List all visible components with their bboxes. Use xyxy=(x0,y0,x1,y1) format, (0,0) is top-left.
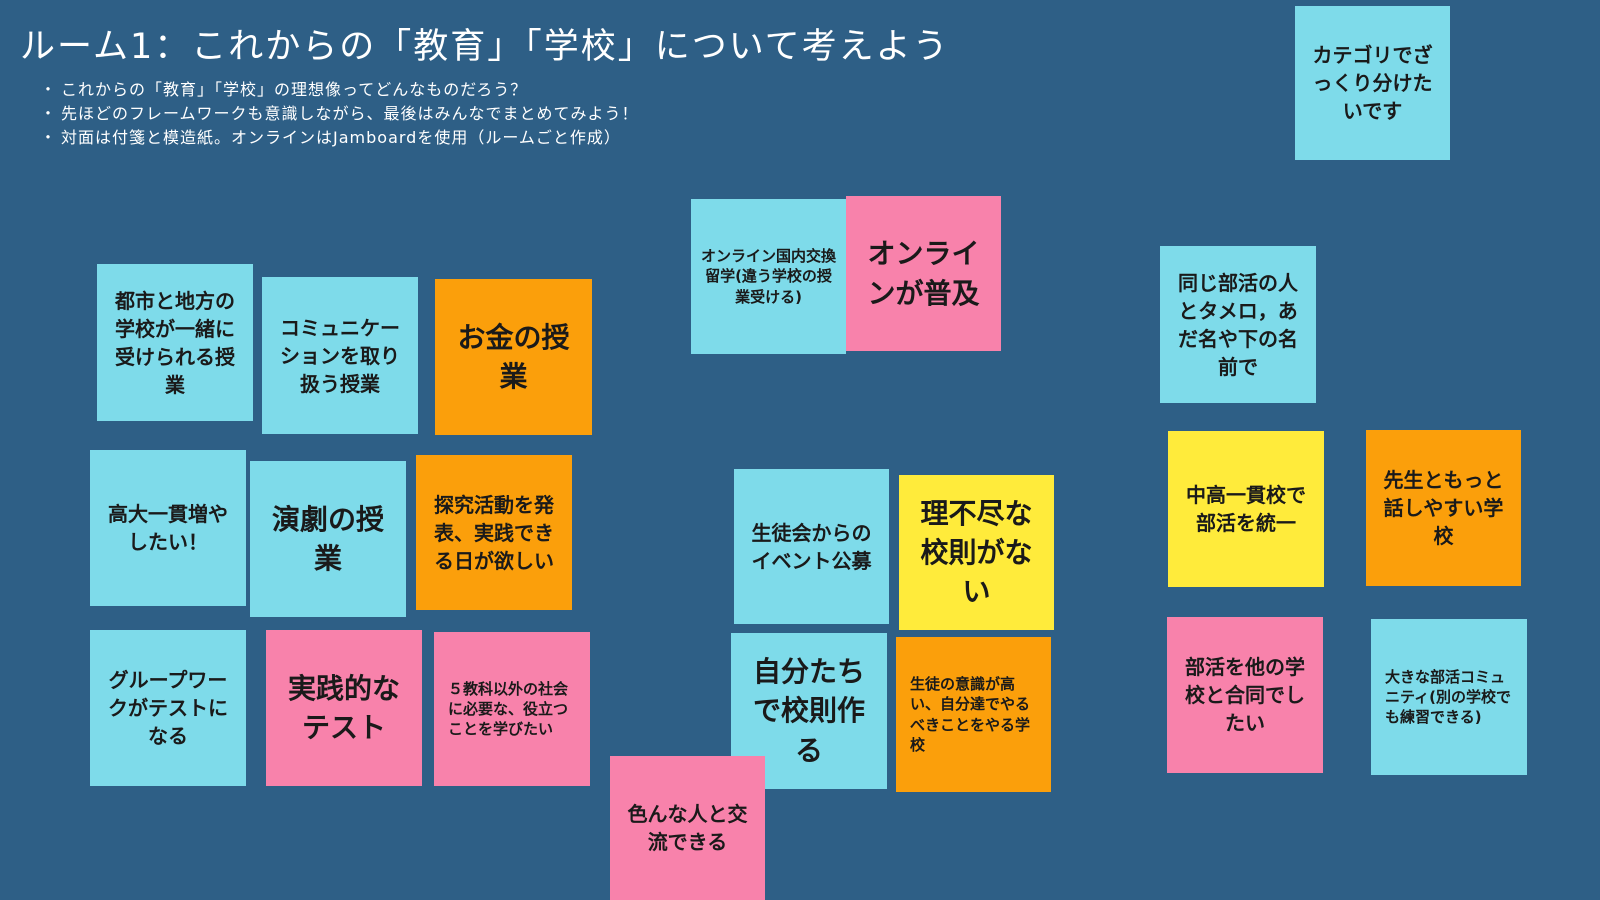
sticky-note-text: 演劇の授業 xyxy=(271,502,384,575)
sticky-note[interactable]: 演劇の授業 xyxy=(250,461,406,617)
sticky-note-text: 自分たちで校則作る xyxy=(752,655,865,767)
sticky-note[interactable]: 高大一貫増やしたい！ xyxy=(90,450,246,606)
sticky-note-text: お金の授業 xyxy=(457,320,570,393)
sticky-note-text: 色んな人と交流できる xyxy=(627,802,748,854)
sticky-note[interactable]: 大きな部活コミュニティ(別の学校でも練習できる) xyxy=(1371,619,1527,775)
sticky-note[interactable]: 生徒の意識が高い、自分達でやるべきことをやる学校 xyxy=(896,637,1051,792)
instruction-item: 対面は付箋と模造紙。オンラインはJamboardを使用（ルームごと作成） xyxy=(40,126,639,150)
sticky-note[interactable]: 部活を他の学校と合同でしたい xyxy=(1167,617,1323,773)
sticky-note[interactable]: オンライン国内交換留学(違う学校の授業受ける) xyxy=(691,199,846,354)
sticky-note[interactable]: 探究活動を発表、実践できる日が欲しい xyxy=(416,455,572,610)
sticky-note[interactable]: グループワークがテストになる xyxy=(90,630,246,786)
sticky-note-text: グループワークがテストになる xyxy=(108,668,228,748)
sticky-note-text: 部活を他の学校と合同でしたい xyxy=(1185,655,1305,735)
sticky-note-text: 中高一貫校で部活を統一 xyxy=(1186,483,1306,535)
sticky-note-text: コミュニケーションを取り扱う授業 xyxy=(280,315,400,396)
sticky-note-text: 同じ部活の人とタメロ，あだ名や下の名前で xyxy=(1178,270,1298,379)
sticky-note[interactable]: 生徒会からのイベント公募 xyxy=(734,469,889,624)
sticky-note[interactable]: 同じ部活の人とタメロ，あだ名や下の名前で xyxy=(1160,246,1316,403)
sticky-note[interactable]: 中高一貫校で部活を統一 xyxy=(1168,431,1324,587)
sticky-note-text: 実践的なテスト xyxy=(287,671,400,744)
sticky-note-text: ５教科以外の社会に必要な、役立つことを学びたい xyxy=(448,679,569,739)
sticky-note-text: オンラインが普及 xyxy=(867,237,980,310)
instruction-item: 先ほどのフレームワークも意識しながら、最後はみんなでまとめてみよう！ xyxy=(40,102,639,126)
sticky-note-text: 高大一貫増やしたい！ xyxy=(108,502,228,554)
sticky-note-text: 大きな部活コミュニティ(別の学校でも練習できる) xyxy=(1385,667,1511,727)
sticky-note[interactable]: オンラインが普及 xyxy=(846,196,1001,351)
sticky-note[interactable]: 色んな人と交流できる xyxy=(610,756,765,900)
instruction-list: これからの「教育」「学校」の理想像ってどんなものだろう？ 先ほどのフレームワーク… xyxy=(40,78,639,150)
page-title: ルーム1：これからの「教育」「学校」について考えよう xyxy=(20,27,950,67)
sticky-note[interactable]: お金の授業 xyxy=(435,279,592,435)
sticky-note[interactable]: 実践的なテスト xyxy=(266,630,422,786)
sticky-note-text: 先生ともっと話しやすい学校 xyxy=(1383,468,1504,548)
sticky-note[interactable]: ５教科以外の社会に必要な、役立つことを学びたい xyxy=(434,632,590,786)
sticky-note-text: 生徒の意識が高い、自分達でやるべきことをやる学校 xyxy=(910,675,1031,754)
sticky-note-text: 生徒会からのイベント公募 xyxy=(751,520,872,573)
sticky-note[interactable]: 都市と地方の学校が一緒に受けられる授業 xyxy=(97,264,253,421)
sticky-note-text: オンライン国内交換留学(違う学校の授業受ける) xyxy=(701,247,837,306)
sticky-note-text: カテゴリでざっくり分けたいです xyxy=(1312,43,1433,123)
sticky-note-text: 理不尽な校則がない xyxy=(920,496,1033,609)
sticky-note[interactable]: コミュニケーションを取り扱う授業 xyxy=(262,277,418,434)
sticky-note[interactable]: 先生ともっと話しやすい学校 xyxy=(1366,430,1521,586)
sticky-note-text: 探究活動を発表、実践できる日が欲しい xyxy=(434,492,554,573)
sticky-note-category[interactable]: カテゴリでざっくり分けたいです xyxy=(1295,6,1450,160)
instruction-item: これからの「教育」「学校」の理想像ってどんなものだろう？ xyxy=(40,78,639,102)
sticky-note[interactable]: 理不尽な校則がない xyxy=(899,475,1054,630)
sticky-note-text: 都市と地方の学校が一緒に受けられる授業 xyxy=(115,288,235,397)
